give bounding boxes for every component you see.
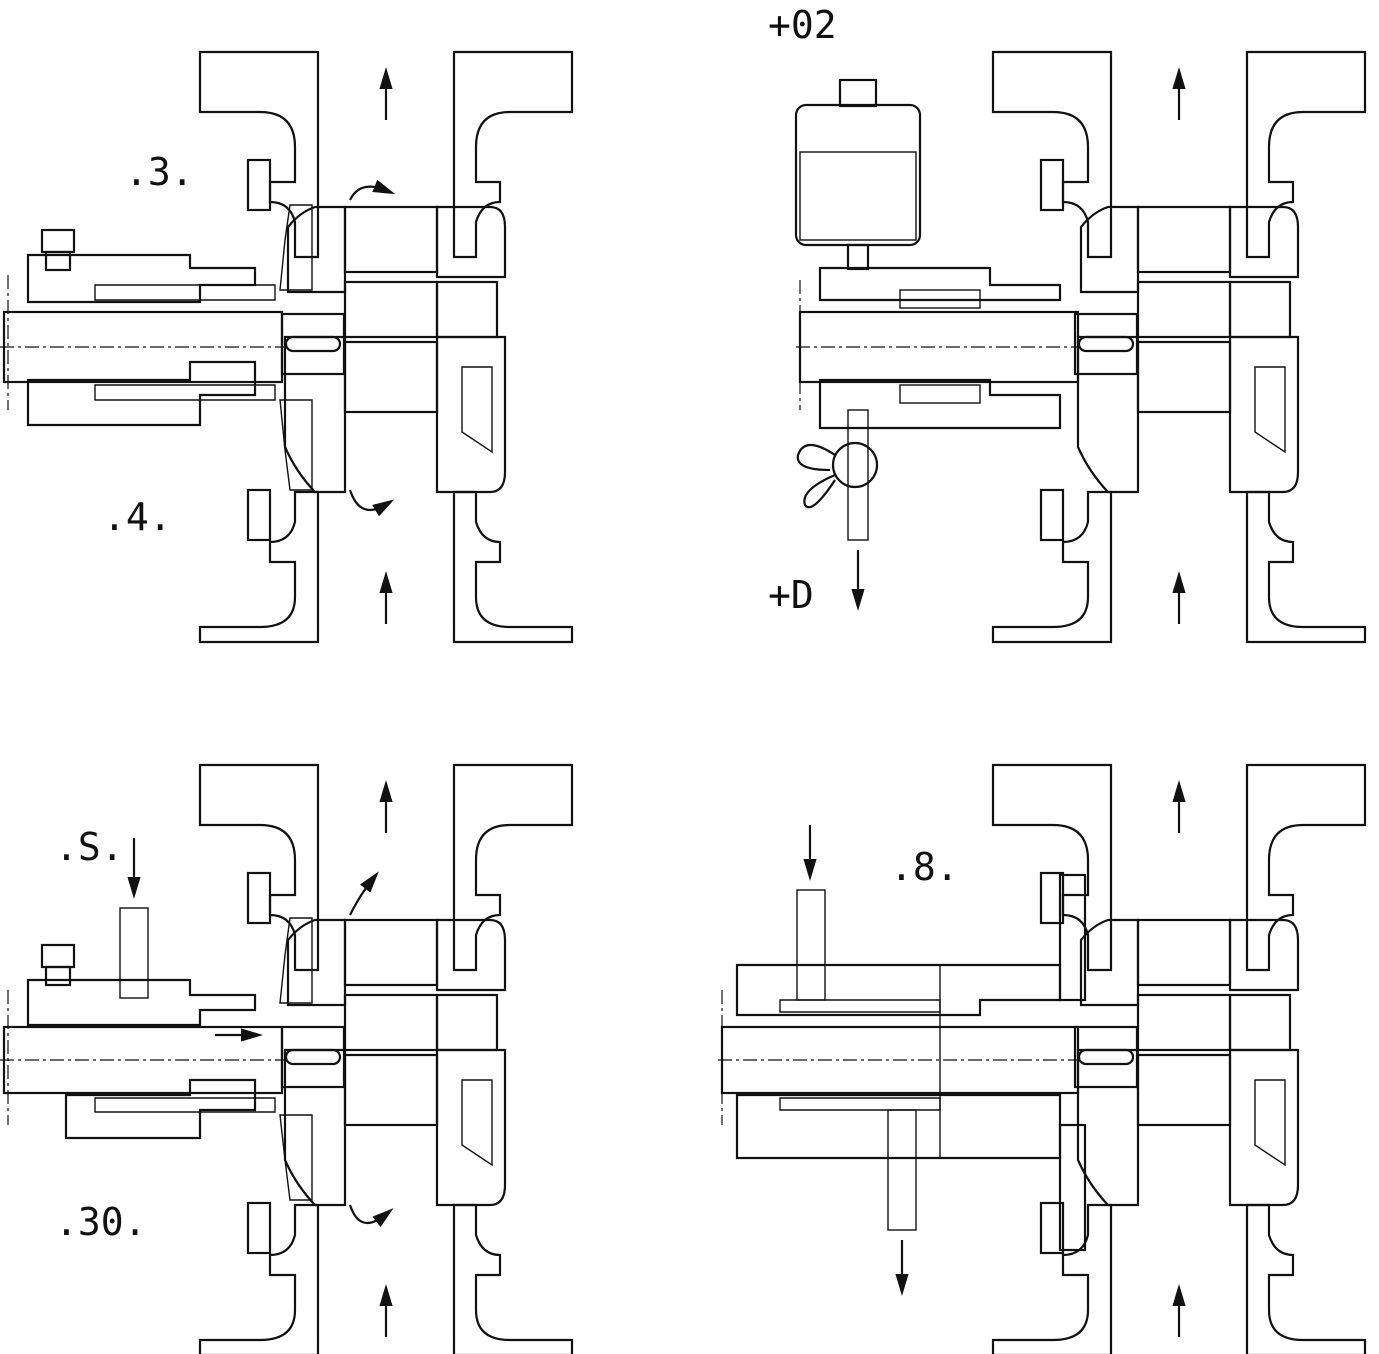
label-view4-upper: .8. (890, 845, 959, 889)
label-view2-lower: +D (768, 573, 814, 617)
view-4-double-seal-barrier: .8. (718, 765, 1365, 1354)
label-view2-upper: +02 (768, 3, 837, 47)
label-view3-upper: .S. (55, 825, 124, 869)
label-view1-upper: .3. (125, 150, 194, 194)
label-view3-lower: .30. (55, 1200, 147, 1244)
view-1-standard-seal: .3. .4. (0, 52, 572, 642)
view-3-seal-with-flush: .S. .30. (0, 765, 572, 1354)
label-view1-lower: .4. (103, 495, 172, 539)
view-2-tandem-seal-with-reservoir: +02 +D (768, 3, 1365, 642)
